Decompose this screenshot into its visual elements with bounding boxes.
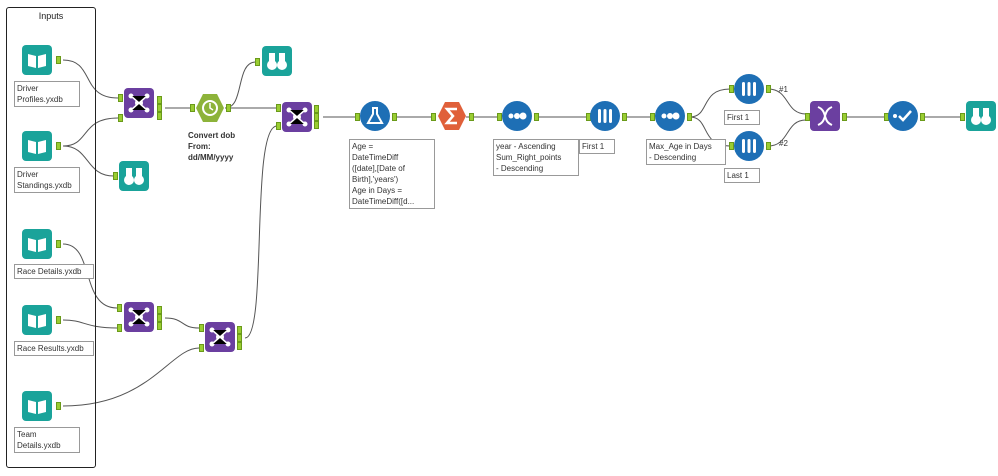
input-anchor[interactable] <box>650 113 655 121</box>
join-output-l-anchor[interactable] <box>314 105 319 113</box>
sort-dots-icon[interactable] <box>502 101 532 131</box>
sort-dots-icon[interactable] <box>655 101 685 131</box>
union-input-tag-1: #1 <box>779 85 788 94</box>
output-anchor[interactable] <box>622 113 627 121</box>
input-anchor[interactable] <box>960 113 965 121</box>
wire-datetime-to-browse <box>224 61 257 109</box>
input-anchor[interactable] <box>729 85 734 93</box>
join-right-anchor[interactable] <box>118 114 123 122</box>
output-anchor[interactable] <box>842 113 847 121</box>
output-anchor[interactable] <box>56 240 61 248</box>
sample-first-label: First 1 <box>724 110 760 125</box>
join-right-anchor[interactable] <box>199 344 204 352</box>
browse-binoculars-icon[interactable] <box>966 101 996 131</box>
join-output-r-anchor[interactable] <box>237 342 242 350</box>
output-anchor[interactable] <box>920 113 925 121</box>
formula-flask-icon[interactable] <box>360 101 390 131</box>
union-input-tag-2: #2 <box>779 139 788 148</box>
wire-driver-profiles-to-join1 <box>62 59 119 99</box>
wire-sample-last-to-union <box>767 119 807 147</box>
sample-last-label: Last 1 <box>724 168 760 183</box>
output-anchor[interactable] <box>469 113 474 121</box>
sample-tubes-icon[interactable] <box>734 131 764 161</box>
sort1-label: year - Ascending Sum_Right_points - Desc… <box>493 139 579 176</box>
join-right-anchor[interactable] <box>117 324 122 332</box>
join-output-j-anchor[interactable] <box>157 314 162 322</box>
input-book-icon[interactable] <box>22 305 52 335</box>
wire-sort2-to-sample-first <box>689 88 731 118</box>
wire-driver-standings-to-join1 <box>62 117 119 147</box>
input-book-icon[interactable] <box>22 45 52 75</box>
union-dna-icon[interactable] <box>810 101 840 131</box>
output-anchor[interactable] <box>766 85 771 93</box>
output-anchor[interactable] <box>766 142 771 150</box>
wire-team-details-to-join4 <box>62 347 200 407</box>
join-output-l-anchor[interactable] <box>157 96 162 104</box>
join-output-l-anchor[interactable] <box>157 306 162 314</box>
join-left-anchor[interactable] <box>199 324 204 332</box>
convert-dob-label: Convert dob From: dd/MM/yyyy <box>188 131 236 162</box>
input-anchor[interactable] <box>255 58 260 66</box>
race-details-label: Race Details.yxdb <box>14 264 94 279</box>
join-output-r-anchor[interactable] <box>314 121 319 129</box>
output-anchor[interactable] <box>534 113 539 121</box>
sample1-label: First 1 <box>579 139 615 154</box>
join-left-anchor[interactable] <box>117 304 122 312</box>
input-book-icon[interactable] <box>22 131 52 161</box>
join-output-j-anchor[interactable] <box>237 334 242 342</box>
input-anchor[interactable] <box>805 113 810 121</box>
join-right-anchor[interactable] <box>276 122 281 130</box>
join-icon[interactable] <box>124 88 154 118</box>
wire-join2-to-join4 <box>164 317 200 329</box>
driver-standings-label: Driver Standings.yxdb <box>14 167 80 193</box>
formula-label: Age = DateTimeDiff ([date],[Date of Birt… <box>349 139 435 209</box>
summarize-sigma-icon[interactable] <box>437 101 467 131</box>
output-anchor[interactable] <box>56 56 61 64</box>
input-anchor[interactable] <box>190 104 195 112</box>
join-icon[interactable] <box>124 302 154 332</box>
input-anchor[interactable] <box>497 113 502 121</box>
input-anchor[interactable] <box>355 113 360 121</box>
input-anchor[interactable] <box>113 172 118 180</box>
input-book-icon[interactable] <box>22 391 52 421</box>
browse-binoculars-icon[interactable] <box>119 161 149 191</box>
container-title: Inputs <box>38 11 64 21</box>
join-icon[interactable] <box>205 322 235 352</box>
output-anchor[interactable] <box>392 113 397 121</box>
join-output-j-anchor[interactable] <box>314 113 319 121</box>
race-results-label: Race Results.yxdb <box>14 341 94 356</box>
wire-sample-first-to-union <box>767 88 807 115</box>
wire-driver-standings-to-browse <box>62 145 115 177</box>
input-anchor[interactable] <box>729 142 734 150</box>
driver-profiles-label: Driver Profiles.yxdb <box>14 81 80 107</box>
wire-race-results-to-join2 <box>62 319 118 329</box>
browse-binoculars-icon[interactable] <box>262 46 292 76</box>
inputs-container[interactable]: Inputs <box>6 7 96 468</box>
join-output-r-anchor[interactable] <box>157 112 162 120</box>
join-output-l-anchor[interactable] <box>237 326 242 334</box>
join-icon[interactable] <box>282 102 312 132</box>
output-anchor[interactable] <box>56 402 61 410</box>
output-anchor[interactable] <box>56 142 61 150</box>
output-anchor[interactable] <box>687 113 692 121</box>
join-output-j-anchor[interactable] <box>157 104 162 112</box>
sample-tubes-icon[interactable] <box>590 101 620 131</box>
sort2-label: Max_Age in Days - Descending <box>646 139 726 165</box>
input-book-icon[interactable] <box>22 229 52 259</box>
sample-tubes-icon[interactable] <box>734 74 764 104</box>
select-checkmark-icon[interactable] <box>888 101 918 131</box>
join-left-anchor[interactable] <box>276 104 281 112</box>
wire-join4-to-join3 <box>244 125 278 339</box>
datetime-clock-icon[interactable] <box>195 93 225 123</box>
team-details-label: Team Details.yxdb <box>14 427 80 453</box>
join-output-r-anchor[interactable] <box>157 322 162 330</box>
output-anchor[interactable] <box>226 104 231 112</box>
output-anchor[interactable] <box>56 316 61 324</box>
join-left-anchor[interactable] <box>118 94 123 102</box>
input-anchor[interactable] <box>431 113 436 121</box>
